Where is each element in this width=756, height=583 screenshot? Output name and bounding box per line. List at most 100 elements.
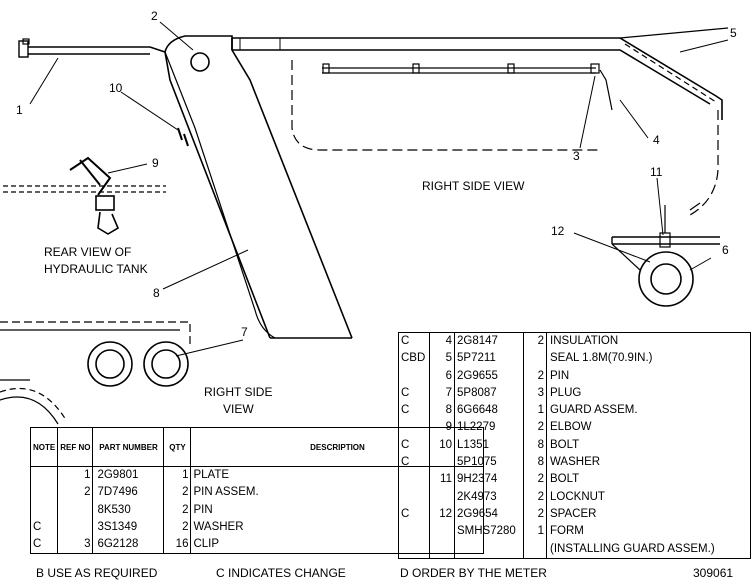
cell-note: C xyxy=(30,518,59,537)
cell-note xyxy=(398,523,430,541)
cell-part: 6G6648 xyxy=(454,402,524,420)
table-row: (INSTALLING GUARD ASSEM.) xyxy=(398,540,751,559)
cell-qty: 1 xyxy=(163,466,192,485)
cell-part: 2G9801 xyxy=(92,466,165,485)
header-qty: QTY xyxy=(163,427,192,467)
cell-desc: FORM xyxy=(550,525,584,538)
cell-qty: 3 xyxy=(523,384,547,403)
right-side-view-label-lower-1: RIGHT SIDE xyxy=(204,385,273,399)
cell-qty: 2 xyxy=(523,505,547,524)
cell-part: 9H2374 xyxy=(454,471,524,489)
callout-7: 7 xyxy=(241,325,248,339)
cell-desc: INSULATION xyxy=(550,335,619,347)
cell-ref: 1 xyxy=(57,466,94,485)
cell-desc: LOCKNUT xyxy=(550,490,605,503)
guard-frame xyxy=(18,27,729,216)
callout-9: 9 xyxy=(152,156,159,170)
cell-note xyxy=(398,540,430,559)
cell-qty xyxy=(523,350,547,368)
header-note: NOTE xyxy=(30,427,59,467)
cell-desc: PLATE xyxy=(193,469,230,481)
cell-desc: CLIP xyxy=(193,538,220,551)
cell-qty: 2 xyxy=(523,488,547,506)
cell-desc: BOLT xyxy=(550,473,580,486)
hydraulic-tank-view xyxy=(3,156,166,235)
callout-4: 4 xyxy=(653,133,660,147)
cell-desc: (INSTALLING GUARD ASSEM.) xyxy=(550,542,715,555)
cell-qty: 8 xyxy=(523,436,547,455)
cell-note: C xyxy=(398,436,430,455)
cell-part: 2G9655 xyxy=(454,367,524,385)
cell-part: 7D7496 xyxy=(92,484,165,502)
diagonal-frame xyxy=(164,35,353,339)
callout-8: 8 xyxy=(153,286,160,300)
cell-ref xyxy=(429,523,455,541)
cell-qty: 2 xyxy=(523,367,547,385)
cell-note: C xyxy=(398,505,430,524)
callout-12: 12 xyxy=(551,224,565,238)
cell-desc: WASHER xyxy=(550,456,601,469)
cell-part: 5P7211 xyxy=(454,350,524,368)
right-side-view-label-lower-2: VIEW xyxy=(223,402,254,416)
cell-qty: 16 xyxy=(163,536,192,554)
header-part-number: PART NUMBER xyxy=(92,427,165,467)
cell-note: C xyxy=(398,384,430,403)
cell-note: C xyxy=(30,536,59,554)
right-side-view-label: RIGHT SIDE VIEW xyxy=(422,179,525,193)
cell-ref: 2 xyxy=(57,484,94,502)
cell-note xyxy=(398,488,430,506)
leader-lines xyxy=(29,21,729,357)
cell-ref: 7 xyxy=(429,384,455,403)
cell-note xyxy=(30,501,59,519)
cell-qty: 1 xyxy=(523,523,547,541)
cell-ref xyxy=(429,540,455,559)
cell-ref: 6 xyxy=(429,367,455,385)
cell-ref xyxy=(57,501,94,519)
cell-ref: 3 xyxy=(57,536,94,554)
cell-ref: 4 xyxy=(429,332,455,351)
figure-number: 309061 xyxy=(693,566,734,580)
cell-note: CBD xyxy=(398,350,430,368)
cell-part: 2G8147 xyxy=(454,332,524,351)
cell-note xyxy=(30,484,59,502)
cell-ref xyxy=(429,454,455,472)
callout-5: 5 xyxy=(730,26,737,40)
cell-desc: PLUG xyxy=(550,386,582,399)
callout-11: 11 xyxy=(650,165,663,179)
cell-note xyxy=(398,471,430,489)
cell-qty: 1 xyxy=(523,402,547,420)
cell-ref: 8 xyxy=(429,402,455,420)
cell-qty: 2 xyxy=(523,332,547,351)
cell-part: 1L2279 xyxy=(454,419,524,437)
cell-desc: PIN xyxy=(193,503,213,516)
cell-desc: SPACER xyxy=(550,507,597,520)
footnote-d: D ORDER BY THE METER xyxy=(400,566,547,580)
cell-ref: 5 xyxy=(429,350,455,368)
cell-ref: 12 xyxy=(429,505,455,524)
guard-pin-assembly xyxy=(611,202,720,307)
cell-desc: BOLT xyxy=(550,438,580,451)
cell-qty: 2 xyxy=(523,471,547,489)
cell-part: 3S1349 xyxy=(92,518,165,537)
footnote-c: C INDICATES CHANGE xyxy=(216,566,346,580)
cell-desc: GUARD ASSEM. xyxy=(550,404,638,417)
cell-qty: 2 xyxy=(523,419,547,437)
lower-right-side-view xyxy=(0,321,191,425)
cell-ref xyxy=(429,488,455,506)
cell-note xyxy=(30,466,59,485)
